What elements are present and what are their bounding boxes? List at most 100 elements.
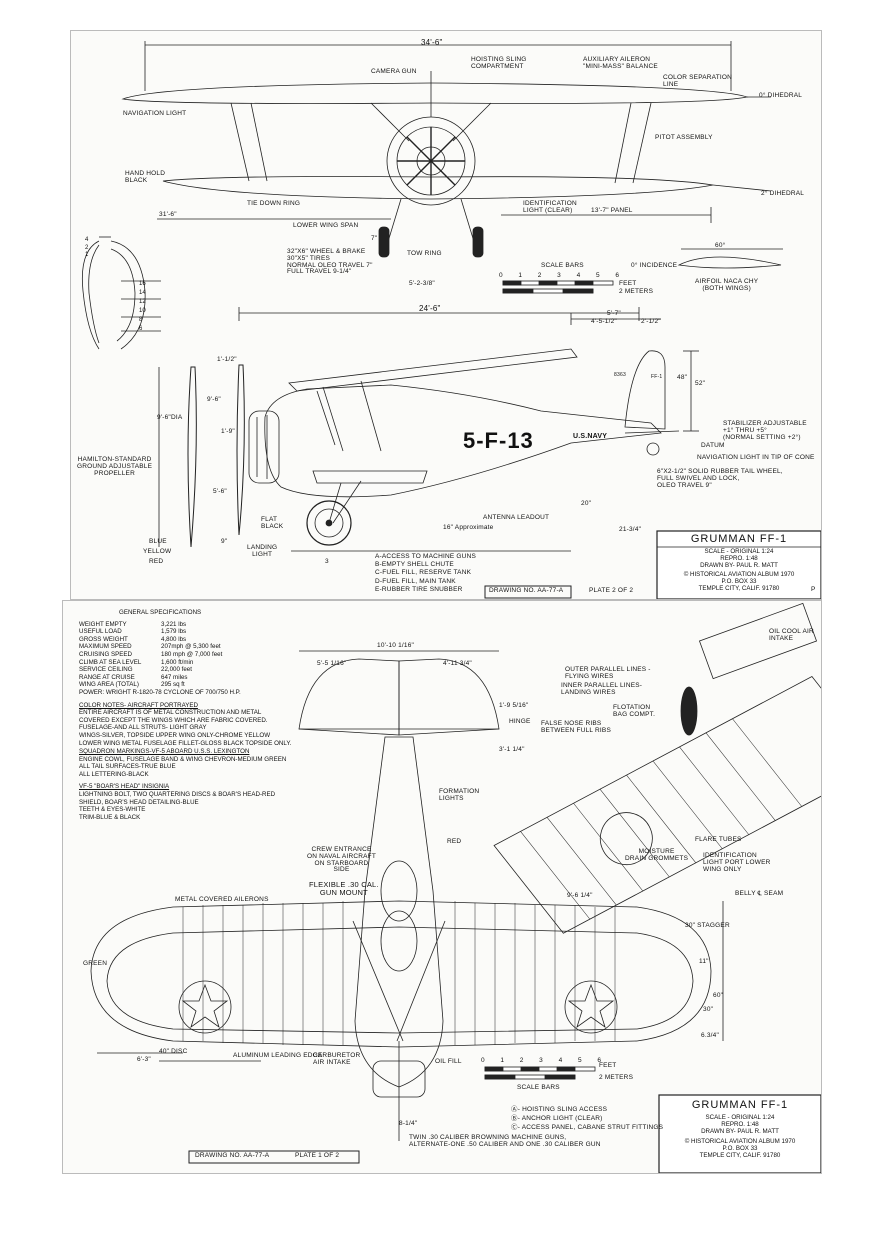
dim-h2: 5'-7" — [607, 310, 621, 317]
scale-text: SCALE - ORIGINAL 1:24 — [705, 1114, 775, 1121]
dim-prop-dia: 9'-6"DIA — [157, 414, 183, 421]
city-text: TEMPLE CITY, CALIF. 91780 — [699, 1152, 781, 1159]
color-notes-title: COLOR NOTES- AIRCRAFT PORTRAYED — [79, 701, 198, 709]
spec-value: 647 miles — [161, 673, 188, 681]
label-carb: CARBURETOR AIR INTAKE — [313, 1052, 361, 1066]
section-number: 14 — [139, 290, 146, 296]
dim-length: 24'-6" — [419, 304, 441, 313]
spec-key: WING AREA (TOTAL) — [79, 681, 139, 689]
spec-value: 3,221 lbs — [161, 620, 187, 628]
label-hoisting: HOISTING SLING COMPARTMENT — [471, 56, 527, 70]
scale-tick: 1 — [500, 1057, 505, 1064]
color-notes: ENTIRE AIRCRAFT IS OF METAL CONSTRUCTION… — [79, 709, 292, 747]
dim-d1: 9'-6" — [207, 396, 221, 403]
label-color-sep: COLOR SEPARATION LINE — [663, 74, 733, 88]
spec-key: WEIGHT EMPTY — [79, 620, 127, 628]
label-flexible: FLEXIBLE .30 Cal. GUN MOUNT — [309, 880, 379, 897]
scale-tick: 1 — [518, 272, 523, 279]
spec-value: 1,579 lbs — [161, 628, 187, 636]
dim-d4: 1'-1/2" — [217, 356, 237, 363]
label-red: RED — [447, 838, 462, 845]
city-text: TEMPLE CITY, CALIF. 91780 — [698, 585, 780, 592]
side-view — [158, 307, 699, 552]
dim-t2: 4'-11 3/4" — [443, 660, 472, 667]
plate-2-drawing — [81, 41, 821, 599]
scale-text: SCALE - ORIGINAL 1:24 — [704, 548, 774, 555]
drawn-text: DRAWN BY- PAUL R. MATT — [701, 1128, 779, 1135]
label-red: RED — [149, 558, 164, 565]
dim-dihedral2: 2° DIHEDRAL — [761, 190, 805, 197]
scale-tick: 3 — [539, 1057, 543, 1064]
spec-key: GROSS WEIGHT — [79, 635, 128, 643]
label-flotation: FLOTATION BAG COMPT. — [613, 704, 656, 718]
label-plate: PLATE 2 of 2 — [589, 587, 634, 594]
dim-s1: 11" — [699, 958, 709, 965]
plate-1-sheet: GENERAL SPECIFICATIONS WEIGHT EMPTY 3,221… — [62, 600, 822, 1174]
label-drawing-no: DRAWING No. AA-77-A — [489, 587, 564, 594]
label-nav-light: NAVIGATION LIGHT — [123, 110, 187, 117]
dim-lower-span: 31'-6" — [159, 211, 177, 218]
label-yellow: YELLOW — [143, 548, 172, 555]
spec-key: USEFUL LOAD — [79, 628, 122, 636]
spec-value: 207mph @ 5,300 feet — [161, 643, 221, 651]
scale-tick: 3 — [557, 272, 561, 279]
label-antenna: ANTENNA LEADOUT — [483, 514, 550, 521]
spec-value: 22,000 feet — [161, 666, 192, 674]
dim-track: 5'-2-3/8" — [409, 280, 435, 287]
label-scale-bars: SCALE BARS — [517, 1084, 560, 1091]
section-number: 2 — [85, 244, 89, 251]
section-numbers: 16 14 12 10 8 6 — [139, 281, 146, 333]
label-landing-light: LANDING LIGHT — [247, 544, 278, 558]
label-feet: FEET — [619, 280, 637, 287]
repro-text: REPRO. 1:48 — [721, 1121, 759, 1128]
scale-tick: 5 — [577, 1057, 582, 1064]
dim-dihedral0: 0° DIHEDRAL — [759, 92, 803, 99]
drawn-text: DRAWN BY- PAUL R. MATT — [700, 562, 778, 569]
section-number: 6 — [139, 326, 143, 332]
label-belly: BELLY ℄ SEAM — [735, 890, 784, 897]
spec-value: 295 sq ft — [161, 681, 185, 689]
label-tail-wheel: 6"x2-1/2" SOLID RUBBER TAIL WHEEL, FULL … — [657, 468, 783, 489]
section-number: 10 — [139, 308, 146, 314]
scale-tick: 2 — [537, 272, 542, 279]
scale-tick: 6 — [615, 272, 619, 279]
scale-tick: 4 — [558, 1057, 563, 1064]
label-ident-light: IDENTIFICATION LIGHT (CLEAR) — [523, 200, 577, 214]
title-block-plate-2: GRUMMAN FF-1 SCALE - ORIGINAL 1:24 REPRO… — [659, 533, 819, 592]
dim-span: 34'-6" — [421, 38, 443, 47]
label-p: P — [811, 586, 816, 593]
spec-key: CRUISING SPEED — [79, 650, 132, 658]
repro-text: REPRO. 1:48 — [720, 555, 758, 562]
dim-s4: 6.3/4" — [701, 1032, 719, 1039]
scale-tick: 0 — [481, 1057, 485, 1064]
dim-d5: 9" — [221, 538, 228, 545]
front-view — [121, 41, 783, 294]
label-lower-wing-span: LOWER WING SPAN — [293, 222, 359, 229]
dim-d3: 5'-6" — [213, 488, 227, 495]
album-text: © HISTORICAL AVIATION ALBUM 1970 — [684, 1138, 796, 1145]
box-text: P.O. BOX 33 — [722, 1145, 758, 1152]
dim-approx: 16" Approximate — [443, 524, 494, 531]
specs-title: GENERAL SPECIFICATIONS — [119, 609, 202, 616]
dim-t1: 5'-5 1/16" — [317, 660, 347, 667]
label-access-notes: A-ACCESS TO MACHINE GUNS B-EMPTY SHELL C… — [375, 553, 476, 593]
title-text: GRUMMAN FF-1 — [690, 533, 788, 545]
label-false-nose: FALSE NOSE RIBS BETWEEN FULL RIBS — [541, 720, 611, 734]
dim-hinge: HINGE — [509, 718, 531, 725]
label-wheel: 32"x6" WHEEL & BRAKE 30"x5" TIRES NORMAL… — [287, 248, 373, 276]
label-metal-ailerons: METAL COVERED AILERONS — [175, 896, 269, 903]
dim-d7: 20" — [581, 500, 592, 507]
dim-s2: 60" — [713, 992, 724, 999]
dim-tail-span: 10'-10 1/16" — [377, 642, 415, 649]
label-meters: 2 METERS — [599, 1074, 634, 1081]
label-green: GREEN — [83, 960, 108, 967]
album-text: © HISTORICAL AVIATION ALBUM 1970 — [683, 571, 795, 578]
insignia-title: VF-5 "BOAR'S HEAD" INSIGNIA — [79, 783, 170, 791]
label-aux-aileron: AUXILIARY AILERON "MINI-MASS" BALANCE — [583, 56, 658, 70]
dim-airfoil-angle: 60° — [715, 242, 726, 249]
dim-h4: 48" — [677, 374, 688, 381]
